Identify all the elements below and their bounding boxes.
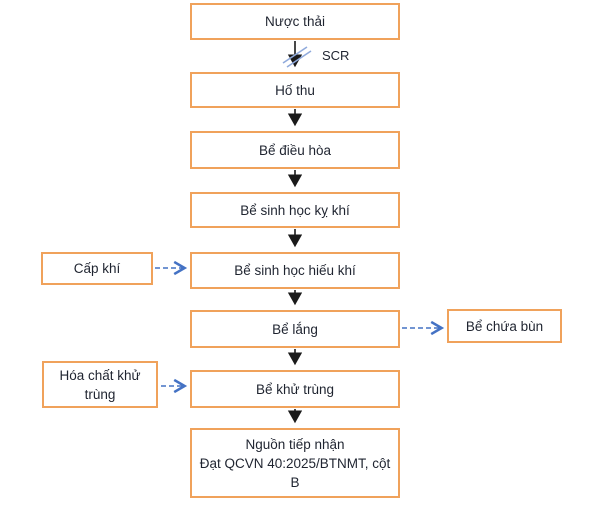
node-disinfection-chemical-line1: Hóa chất khử <box>59 367 141 383</box>
node-disinfection-tank: Bể khử trùng <box>190 370 400 408</box>
node-collection-pit-label: Hố thu <box>275 82 315 98</box>
node-sludge-tank: Bể chứa bùn <box>447 309 562 343</box>
node-air-supply: Cấp khí <box>41 252 153 285</box>
node-receiving-source-line2: Đạt QCVN 40:2025/BTNMT, cột <box>199 455 391 471</box>
node-wastewater-label: Nược thải <box>265 14 325 29</box>
node-anaerobic-tank: Bể sinh học kỵ khí <box>190 192 400 228</box>
node-settling-tank-label: Bể lắng <box>272 321 318 337</box>
node-anaerobic-tank-label: Bể sinh học kỵ khí <box>240 202 350 218</box>
screen-label: SCR <box>322 48 350 63</box>
node-disinfection-tank-label: Bể khử trùng <box>255 381 335 397</box>
node-disinfection-chemical-line2: trùng <box>84 386 116 402</box>
node-sludge-tank-label: Bể chứa bùn <box>465 318 544 334</box>
node-collection-pit: Hố thu <box>190 72 400 108</box>
node-equalization-tank-label: Bể điều hòa <box>258 142 332 158</box>
node-settling-tank: Bể lắng <box>190 310 400 348</box>
screen-symbol <box>282 46 312 68</box>
node-aerobic-tank-label: Bể sinh học hiếu khí <box>234 263 356 278</box>
node-air-supply-label: Cấp khí <box>73 261 121 276</box>
node-equalization-tank: Bể điều hòa <box>190 131 400 169</box>
node-wastewater: Nược thải <box>190 3 400 40</box>
node-disinfection-chemical: Hóa chất khử trùng <box>42 361 158 408</box>
node-aerobic-tank: Bể sinh học hiếu khí <box>190 252 400 289</box>
node-receiving-source-line1: Nguồn tiếp nhận <box>245 436 345 452</box>
node-receiving-source: Nguồn tiếp nhận Đạt QCVN 40:2025/BTNMT, … <box>190 428 400 498</box>
node-receiving-source-line3: B <box>290 474 300 490</box>
